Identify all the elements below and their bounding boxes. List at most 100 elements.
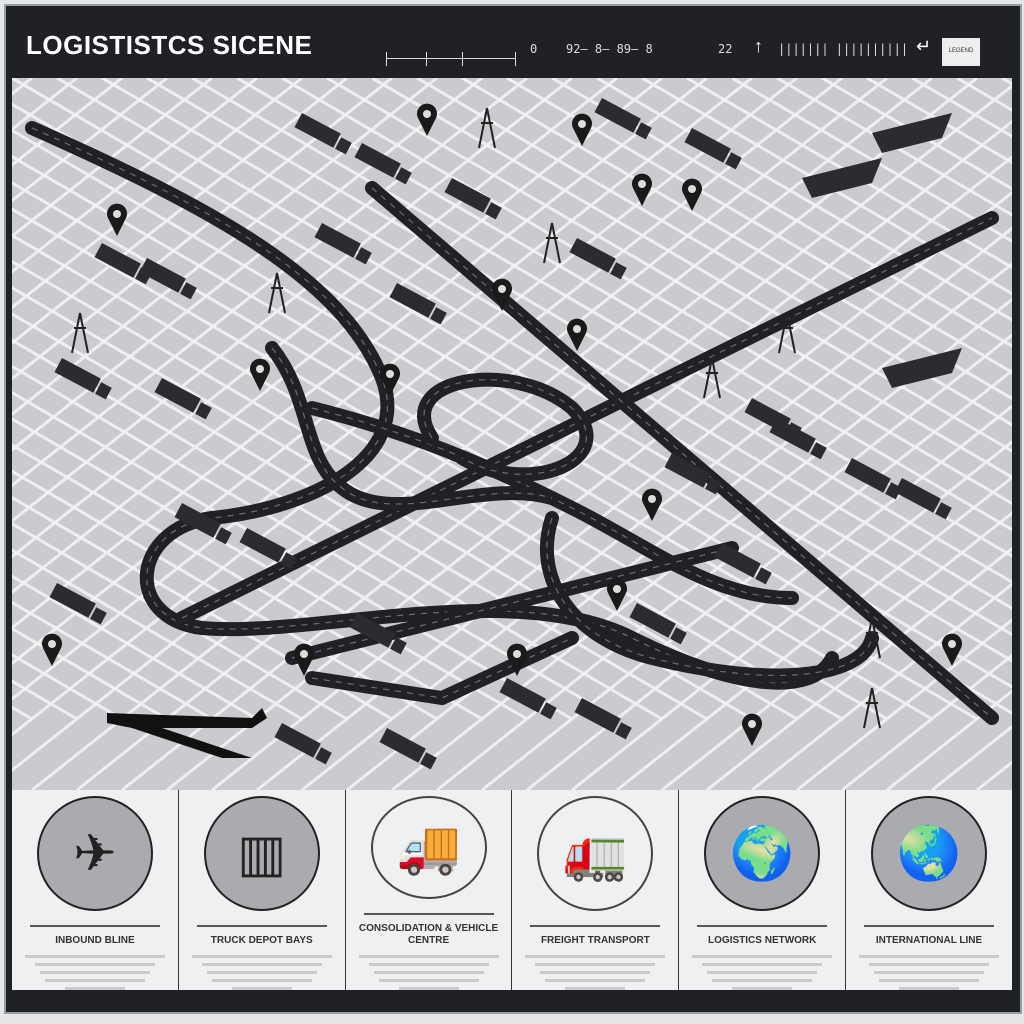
warehouse-icon: ▥ bbox=[203, 796, 320, 912]
cargo-ship-icon bbox=[802, 158, 882, 198]
map-pin-icon bbox=[942, 633, 963, 666]
truck-icon bbox=[594, 98, 652, 140]
pylon-icon bbox=[863, 687, 881, 729]
airplane-icon: ✈ bbox=[36, 796, 153, 912]
divider bbox=[697, 925, 828, 927]
zoom-slider[interactable]: ||||||| |||||||||| bbox=[778, 42, 909, 56]
street bbox=[121, 83, 1012, 790]
map-pin-icon bbox=[42, 633, 62, 666]
street bbox=[301, 226, 1012, 790]
truck-icon bbox=[714, 543, 772, 585]
street bbox=[326, 78, 1012, 479]
scale-marker: 0 bbox=[530, 42, 538, 56]
street bbox=[12, 259, 798, 721]
divider bbox=[196, 925, 327, 927]
airplane-icon bbox=[107, 708, 267, 758]
street bbox=[12, 548, 303, 721]
north-arrow-icon[interactable]: ↑ bbox=[754, 36, 763, 56]
info-panel[interactable]: 🌍LOGISTICS NETWORK bbox=[679, 790, 847, 990]
container-truck-icon: 🚛 bbox=[537, 796, 654, 912]
street bbox=[12, 78, 483, 452]
map-pin-dot bbox=[948, 640, 956, 648]
cargo-ship-icon bbox=[882, 348, 962, 388]
globe-icon: 🌏 bbox=[871, 796, 988, 912]
highway bbox=[305, 631, 579, 706]
truck-icon bbox=[274, 723, 332, 765]
street bbox=[481, 368, 1012, 790]
street bbox=[12, 574, 258, 721]
street bbox=[12, 78, 798, 701]
truck-icon bbox=[769, 418, 827, 460]
street bbox=[281, 78, 1012, 506]
panel-caption: LOGISTICS NETWORK bbox=[708, 935, 817, 946]
street bbox=[776, 78, 1012, 217]
street bbox=[236, 78, 1012, 532]
info-panel[interactable]: 🚛 FREIGHT TRANSPORT bbox=[512, 790, 680, 990]
street bbox=[12, 78, 303, 310]
scale-bar bbox=[386, 38, 516, 66]
map-pin-dot bbox=[748, 720, 756, 728]
truck-icon bbox=[54, 358, 112, 400]
street bbox=[346, 261, 1012, 790]
truck-icon bbox=[174, 502, 232, 545]
truck-icon bbox=[569, 238, 627, 280]
street bbox=[12, 78, 213, 239]
app-frame: LOGISTISTCS SICENE 0 92— 8— 89— 8 22 ↑ |… bbox=[4, 4, 1022, 1014]
lane-marking bbox=[31, 127, 833, 684]
cargo-ship-icon bbox=[872, 113, 952, 153]
divider bbox=[29, 925, 160, 927]
panel-caption: FREIGHT TRANSPORT bbox=[540, 935, 650, 946]
street bbox=[12, 128, 1012, 715]
panel-caption: CONSOLIDATION & VEHICLE CENTRE bbox=[358, 923, 499, 946]
lane-marking bbox=[271, 347, 553, 505]
logistics-map[interactable] bbox=[12, 78, 1012, 790]
lane-marking bbox=[423, 379, 588, 475]
panel-text-lines bbox=[24, 955, 165, 990]
street bbox=[12, 78, 708, 630]
street bbox=[12, 78, 258, 274]
pylon-icon bbox=[863, 617, 881, 659]
info-panel[interactable]: ▥TRUCK DEPOT BAYS bbox=[179, 790, 346, 990]
panel-caption: INTERNATIONAL LINE bbox=[875, 935, 983, 946]
info-panel[interactable]: ✈ INBOUND BLINE bbox=[12, 790, 179, 990]
panel-text-lines bbox=[692, 955, 833, 990]
street bbox=[751, 582, 1012, 790]
street bbox=[821, 78, 1012, 191]
panel-caption: INBOUND BLINE bbox=[55, 935, 135, 946]
map-pin-icon bbox=[294, 643, 314, 676]
map-pin-dot bbox=[578, 120, 586, 128]
street bbox=[391, 297, 1012, 790]
pylon-icon bbox=[778, 312, 796, 354]
back-arrow-icon[interactable]: ↵ bbox=[916, 36, 932, 56]
street bbox=[686, 78, 1012, 270]
pylon-icon bbox=[703, 357, 721, 399]
street bbox=[56, 78, 1012, 637]
header-bar: LOGISTISTCS SICENE 0 92— 8— 89— 8 22 ↑ |… bbox=[6, 18, 1020, 74]
truck-icon bbox=[894, 478, 952, 520]
street bbox=[12, 78, 753, 666]
street bbox=[101, 78, 1012, 611]
map-pin-icon bbox=[492, 278, 512, 311]
truck-icon bbox=[239, 528, 297, 570]
map-pin-dot bbox=[423, 110, 431, 118]
route-readout: 92— 8— 89— 8 bbox=[566, 42, 653, 56]
map-pin-dot bbox=[613, 585, 621, 593]
info-panel[interactable]: 🌏 INTERNATIONAL LINE bbox=[846, 790, 1012, 990]
map-pin-dot bbox=[256, 365, 264, 373]
info-panel[interactable]: 🚚CONSOLIDATION & VEHICLE CENTRE bbox=[346, 790, 513, 990]
truck-icon bbox=[354, 143, 412, 185]
truck-icon bbox=[389, 283, 447, 325]
street bbox=[706, 546, 1012, 790]
panel-text-lines bbox=[525, 955, 666, 990]
truck-icon bbox=[664, 453, 722, 495]
pylon-icon bbox=[543, 222, 561, 264]
map-pin-icon bbox=[572, 113, 593, 146]
truck-icon bbox=[294, 113, 352, 155]
map-pin-icon bbox=[642, 488, 663, 521]
map-pin-dot bbox=[300, 650, 308, 658]
truck-icon bbox=[574, 698, 632, 740]
street bbox=[12, 469, 438, 721]
map-pin-icon bbox=[380, 363, 400, 396]
page-title: LOGISTISTCS SICENE bbox=[26, 30, 313, 60]
legend-button[interactable]: LEGEND bbox=[942, 38, 980, 66]
